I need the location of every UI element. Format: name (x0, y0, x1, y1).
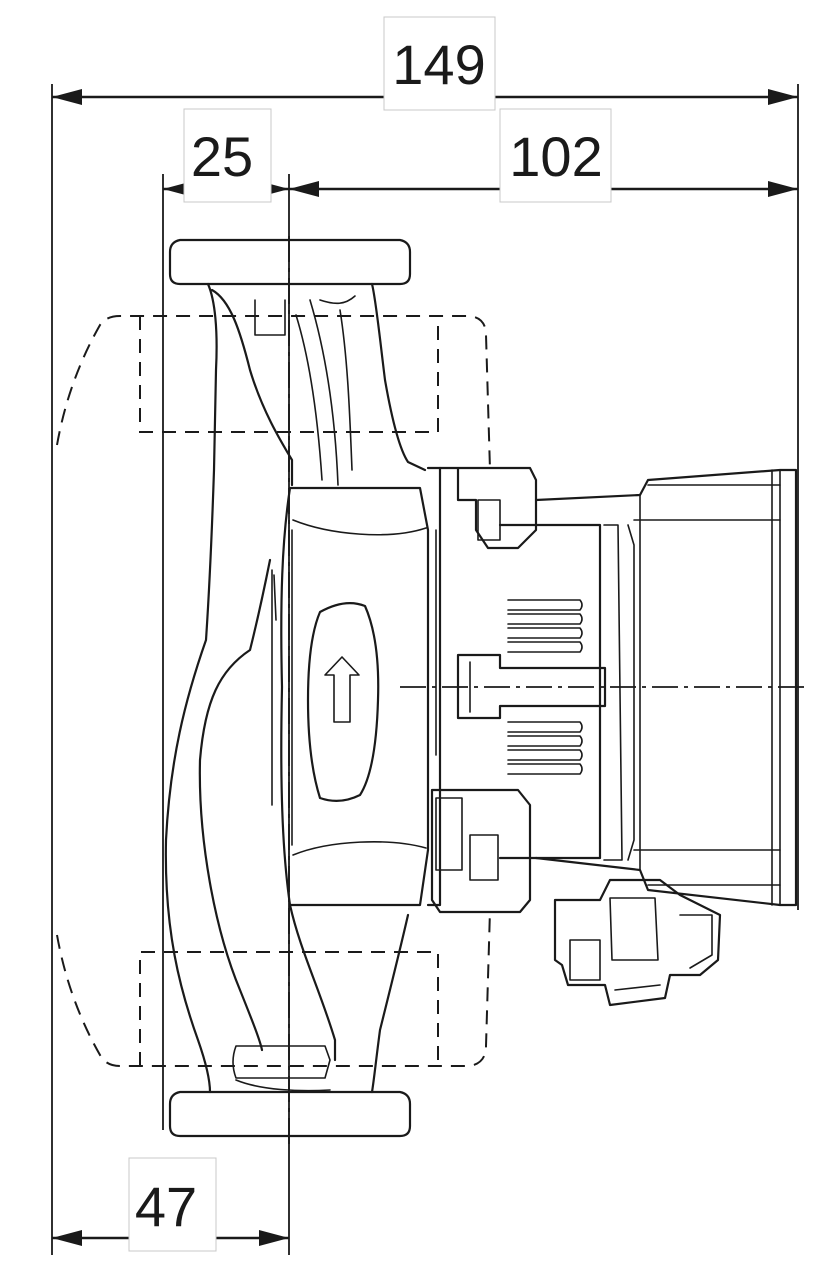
bottom-flange (168, 1090, 412, 1138)
dashed-outline-top (56, 315, 491, 471)
dimension-flange-to-axis: 47 (52, 1157, 289, 1252)
arrow-up-icon (324, 656, 360, 723)
dimension-label-overall: 149 (392, 33, 485, 96)
dimension-label-inlet-offset: 25 (191, 125, 253, 188)
dimension-overall: 149 (52, 16, 798, 111)
dimension-motor-length: 102 (289, 108, 798, 203)
flow-indicator-oval (306, 601, 380, 802)
dimension-label-flange-to-axis: 47 (135, 1175, 197, 1238)
extension-lines (51, 84, 799, 1255)
motor-housing (426, 466, 798, 1007)
top-flange (168, 238, 412, 286)
center-lines (288, 236, 808, 1150)
dimension-label-motor-length: 102 (509, 125, 602, 188)
pump-housing (164, 238, 430, 1138)
dashed-outline-bottom (56, 909, 491, 1067)
dimension-inlet-offset: 25 (163, 108, 289, 203)
